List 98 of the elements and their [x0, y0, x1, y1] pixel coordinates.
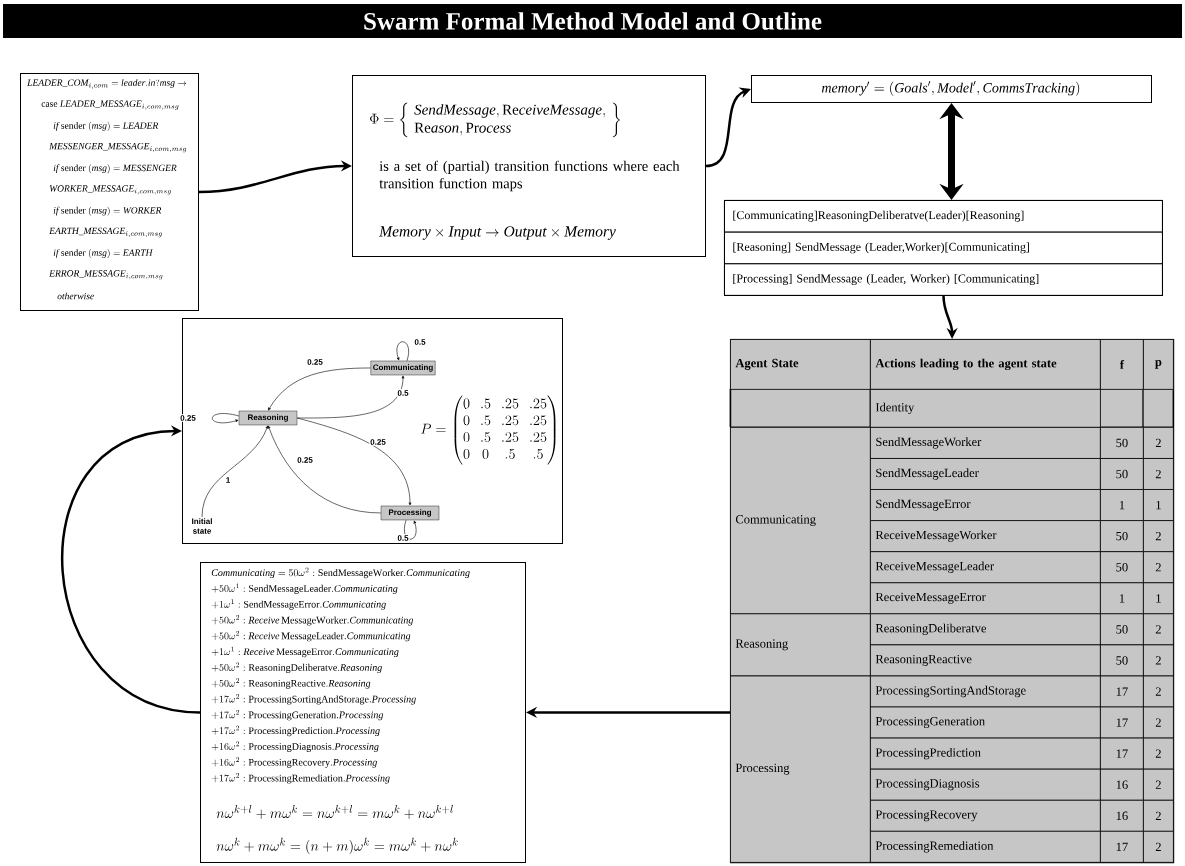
formula-line: $+17\omega^{2} : \mathrm{ProcessingRemediation}.\mathit{Processing}$ — [211, 773, 390, 784]
arrow — [268, 367, 371, 411]
table-cell: 1 — [1143, 582, 1174, 615]
table-cell: 17 — [1100, 737, 1144, 770]
table-cell: 50 — [1100, 613, 1144, 646]
rule-row: [Reasoning] SendMessage (Leader,Worker)[Communicating] — [724, 231, 1163, 265]
edge-label: 1 — [224, 476, 232, 484]
formula-line: $+17\omega^{2} : \mathrm{ProcessingPrediction}.\mathit{Processing}$ — [211, 725, 380, 737]
formula-line: $\mathit{MESSENGER\_MESSAGE}_{i,com,msg}$ — [49, 142, 187, 153]
formula-line: $\mathit{if}\ \mathrm{sender}\ (\mathit{msg}) = \mathit{LEADER}$ — [53, 121, 159, 131]
chain-panel — [182, 318, 563, 544]
state-box — [751, 75, 1152, 103]
edge-label: 0.25 — [296, 456, 314, 464]
table-cell: 2 — [1143, 768, 1174, 801]
edge-label: 0.5 — [413, 338, 427, 346]
formula-line: $+1\omega^{1} : \mathit{Receive}\,\mathrm{MessageError}.\mathit{Communicating}$ — [211, 646, 399, 658]
arrow — [296, 417, 412, 506]
table-cell: 1 — [1143, 489, 1174, 521]
table-cell: 2 — [1143, 799, 1174, 832]
formula-line: $\mathit{if}\ \mathrm{sender}\ (\mathit{msg}) = \mathit{WORKER}$ — [53, 206, 162, 216]
rule-row: [Processing] SendMessage (Leader, Worker) [Communicating] — [724, 263, 1163, 296]
table-cell: 2 — [1143, 427, 1174, 459]
table-cell: 2 — [1143, 520, 1174, 553]
arrow — [267, 425, 382, 514]
table-cell: 17 — [1100, 706, 1144, 739]
definition-box — [352, 75, 706, 257]
table-cell: 2 — [1143, 644, 1174, 677]
arrow — [939, 103, 964, 200]
formula-line: $n\omega^{k+l} + m\omega^{k} = n\omega^{k+l} = m\omega^{k} + n\omega^{k+l}$ — [216, 805, 453, 819]
table-cell: 50 — [1100, 458, 1144, 490]
formula-box — [200, 562, 526, 863]
edge-label: 0.5 — [396, 389, 410, 397]
table-cell: 50 — [1100, 427, 1144, 459]
title-bar: Swarm Formal Method Model and Outline — [3, 4, 1182, 38]
table-cell: 2 — [1143, 737, 1174, 770]
formula-line: $\mathit{if}\ \mathrm{sender}\ (\mathit{msg}) = \mathit{MESSENGER}$ — [53, 164, 177, 174]
arrow — [61, 425, 201, 714]
formula: $\Phi = \left\{\begin{array}{l}\mathit{SendMessage}, \mathrm{Re}\mathit{ceiveMessage},\\ \mathrm{Re}\mathit{ason}, \mathrm{Pr}\mathit{ocess}\end{array}\right\}$ — [370, 102, 620, 138]
state-box: Processing — [380, 505, 440, 521]
edge-label: 0.25 — [179, 414, 197, 422]
table-cell: Reasoning — [730, 613, 871, 677]
table-cell: 17 — [1100, 675, 1144, 708]
table-cell: 2 — [1143, 675, 1174, 708]
formula-line: $+50\omega^{2} : \mathit{Receive}\,\mathrm{MessageLeader}.\mathit{Communicating}$ — [211, 630, 411, 642]
formula-line: $+16\omega^{2} : \mathrm{ProcessingRecovery}.\mathit{Processing}$ — [211, 757, 377, 768]
formula-line: $+17\omega^{2} : \mathrm{ProcessingSortingAndStorage}.\mathit{Processing}$ — [211, 694, 416, 705]
formula-line: $\mathit{WORKER\_MESSAGE}_{i,com,msg}$ — [49, 185, 171, 195]
state-box: Communicating — [370, 360, 436, 376]
formula-line: $\mathit{EARTH\_MESSAGE}_{i,com,msg}$ — [49, 227, 162, 238]
formula-line: $n\omega^{k} + m\omega^{k} = (n+m)\omega^{k} = m\omega^{k} + n\omega^{k}$ — [216, 837, 458, 855]
table-cell: 2 — [1143, 706, 1174, 739]
rule-list — [724, 200, 1163, 296]
table-cell: 16 — [1100, 768, 1144, 801]
table-header: p — [1143, 339, 1174, 390]
table-cell: Identity — [870, 389, 1101, 428]
formula: $\mathit{Memory}\times \mathit{Input}\rightarrow \mathit{Output}\times \mathit{Memory}$ — [379, 226, 616, 240]
table-cell: 1 — [1100, 489, 1144, 521]
table-header: f — [1100, 339, 1144, 390]
start-label: Initial state — [192, 518, 212, 534]
data-table — [729, 338, 1175, 864]
table-cell: 16 — [1100, 799, 1144, 832]
formula-line: $+1\omega^{1} : \mathrm{SendMessageError}.\mathit{Communicating}$ — [211, 599, 386, 610]
formula-line: $+50\omega^{2} : \mathit{Receive}\,\mathrm{MessageWorker}.\mathit{Communicating}$ — [211, 615, 414, 626]
code-box — [20, 73, 199, 311]
formula-line: $\mathit{if}\ \mathrm{sender}\ (\mathit{msg}) = \mathit{EARTH}$ — [53, 249, 153, 259]
formula-line: $+17\omega^{2} : \mathrm{ProcessingGeneration}.\mathit{Processing}$ — [211, 709, 384, 721]
state-box: Reasoning — [238, 410, 298, 426]
formula-line: $+50\omega^{2} : \mathrm{ReasoningDeliberatve}.\mathit{Reasoning}$ — [211, 662, 382, 673]
formula-line: $\mathit{otherwise}$ — [57, 292, 94, 300]
table-cell: 2 — [1143, 551, 1174, 584]
arrow — [396, 341, 409, 362]
formula-line: $+50\omega^{1} : \mathrm{SendMessageLeader}.\mathit{Communicating}$ — [211, 583, 398, 594]
arrow — [201, 425, 269, 518]
arrow — [404, 519, 417, 540]
formula-line: $\mathit{Communicating} = 50\omega^{2} : \mathrm{SendMessageWorker}.\mathit{Communicating}$ — [211, 567, 470, 579]
table-cell: 2 — [1143, 458, 1174, 490]
formula: $\mathit{memory}' = (\mathit{Goals}', \mathit{Model}', \mathit{CommsTracking})$ — [821, 80, 1080, 96]
table-cell: 50 — [1100, 520, 1144, 553]
table-cell: 50 — [1100, 644, 1144, 677]
matrix-formula: $P = \begin{pmatrix}0 & .5 & .25 & .25\\ 0 & .5 & .25 & .25\\ 0 & .5 & .25 & .25\\ 0 & 0 & .5 & .5\end{pmatrix}$ — [421, 395, 556, 465]
formula-line: $\mathrm{case}\ \mathit{LEADER\_MESSAGE}_{i,com,msg}$ — [41, 100, 179, 110]
edge-label: 0.25 — [369, 438, 387, 446]
arrow — [296, 375, 405, 419]
table-cell: 2 — [1143, 830, 1174, 863]
arrow — [211, 413, 240, 424]
table-cell: 17 — [1100, 830, 1144, 863]
table-header: Agent State — [730, 339, 871, 390]
formula-line: $\mathit{LEADER\_COM}_{i,com} = \mathit{leader.in?msg} \rightarrow$ — [27, 79, 187, 89]
rule-row: [Communicating]ReasoningDeliberatve(Leader)[Reasoning] — [724, 200, 1163, 233]
table-cell: 50 — [1100, 551, 1144, 584]
edge-label: 0.5 — [396, 534, 410, 542]
table-cell: 1 — [1100, 582, 1144, 615]
formula-line: $\mathit{ERROR\_MESSAGE}_{i,com,msg}$ — [49, 270, 163, 280]
formula-line: $+16\omega^{2} : \mathrm{ProcessingDiagnosis}.\mathit{Processing}$ — [211, 741, 379, 752]
description-text: is a set of (partial) transition functions where each transition function maps — [379, 160, 680, 192]
formula-line: $+50\omega^{2} : \mathrm{ReasoningReactive}.\mathit{Reasoning}$ — [211, 678, 371, 689]
table-cell: 2 — [1143, 613, 1174, 646]
edge-label: 0.25 — [306, 358, 324, 366]
